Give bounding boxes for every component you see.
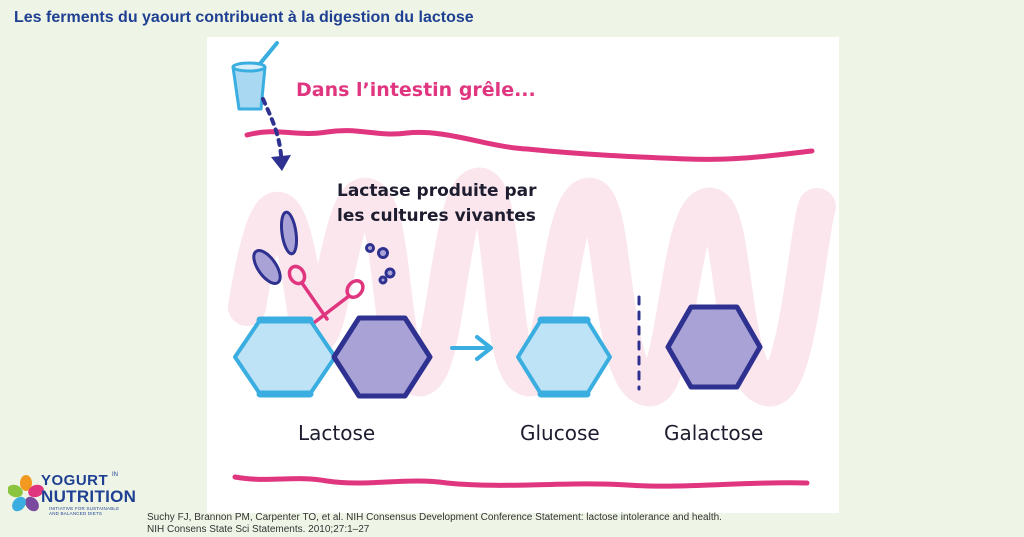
logo-in-text: IN bbox=[112, 472, 118, 478]
lactase-caption-line1: Lactase produite par bbox=[337, 181, 537, 201]
reference-citation: Suchy FJ, Brannon PM, Carpenter TO, et a… bbox=[147, 512, 722, 536]
logo-yogurt-text: YOGURT bbox=[41, 472, 109, 489]
bacteria-cluster bbox=[252, 210, 396, 285]
intestine-background-scribble bbox=[228, 168, 836, 407]
glucose-label: Glucose bbox=[520, 421, 600, 445]
arrow-right-icon bbox=[450, 335, 493, 361]
diagram-panel: Dans l’intestin grêle... Lactase produit… bbox=[207, 37, 839, 513]
lactase-caption: Lactase produite par les cultures vivant… bbox=[337, 179, 536, 229]
logo-tagline: INITIATIVE FOR SUSTAINABLE AND BALANCED … bbox=[49, 506, 120, 516]
intestine-top-wall bbox=[244, 128, 815, 162]
diagram-artwork bbox=[228, 41, 836, 489]
scissors-icon bbox=[287, 264, 365, 327]
reference-line1: Suchy FJ, Brannon PM, Carpenter TO, et a… bbox=[147, 512, 722, 523]
intestine-caption: Dans l’intestin grêle... bbox=[296, 79, 536, 101]
logo-flower-icon bbox=[8, 475, 44, 512]
lactase-caption-line2: les cultures vivantes bbox=[337, 206, 536, 226]
lactose-label: Lactose bbox=[298, 421, 376, 445]
yogurt-cup-icon bbox=[231, 41, 279, 111]
slide-title: Les ferments du yaourt contribuent à la … bbox=[14, 9, 474, 26]
lactose-glucose-hexagon bbox=[233, 316, 337, 398]
lactose-galactose-hexagon bbox=[331, 315, 433, 399]
reference-line2: NIH Consens State Sci Statements. 2010;2… bbox=[147, 524, 370, 535]
galactose-hexagon bbox=[665, 304, 763, 390]
logo-nutrition-text: NUTRITION bbox=[41, 487, 137, 506]
yogurt-in-nutrition-logo: YOGURT IN NUTRITION INITIATIVE FOR SUSTA… bbox=[8, 470, 143, 530]
glucose-hexagon bbox=[516, 316, 612, 398]
dotted-arrow-down-icon bbox=[261, 97, 291, 171]
intestine-bottom-wall bbox=[232, 474, 810, 489]
galactose-label: Galactose bbox=[664, 421, 764, 445]
